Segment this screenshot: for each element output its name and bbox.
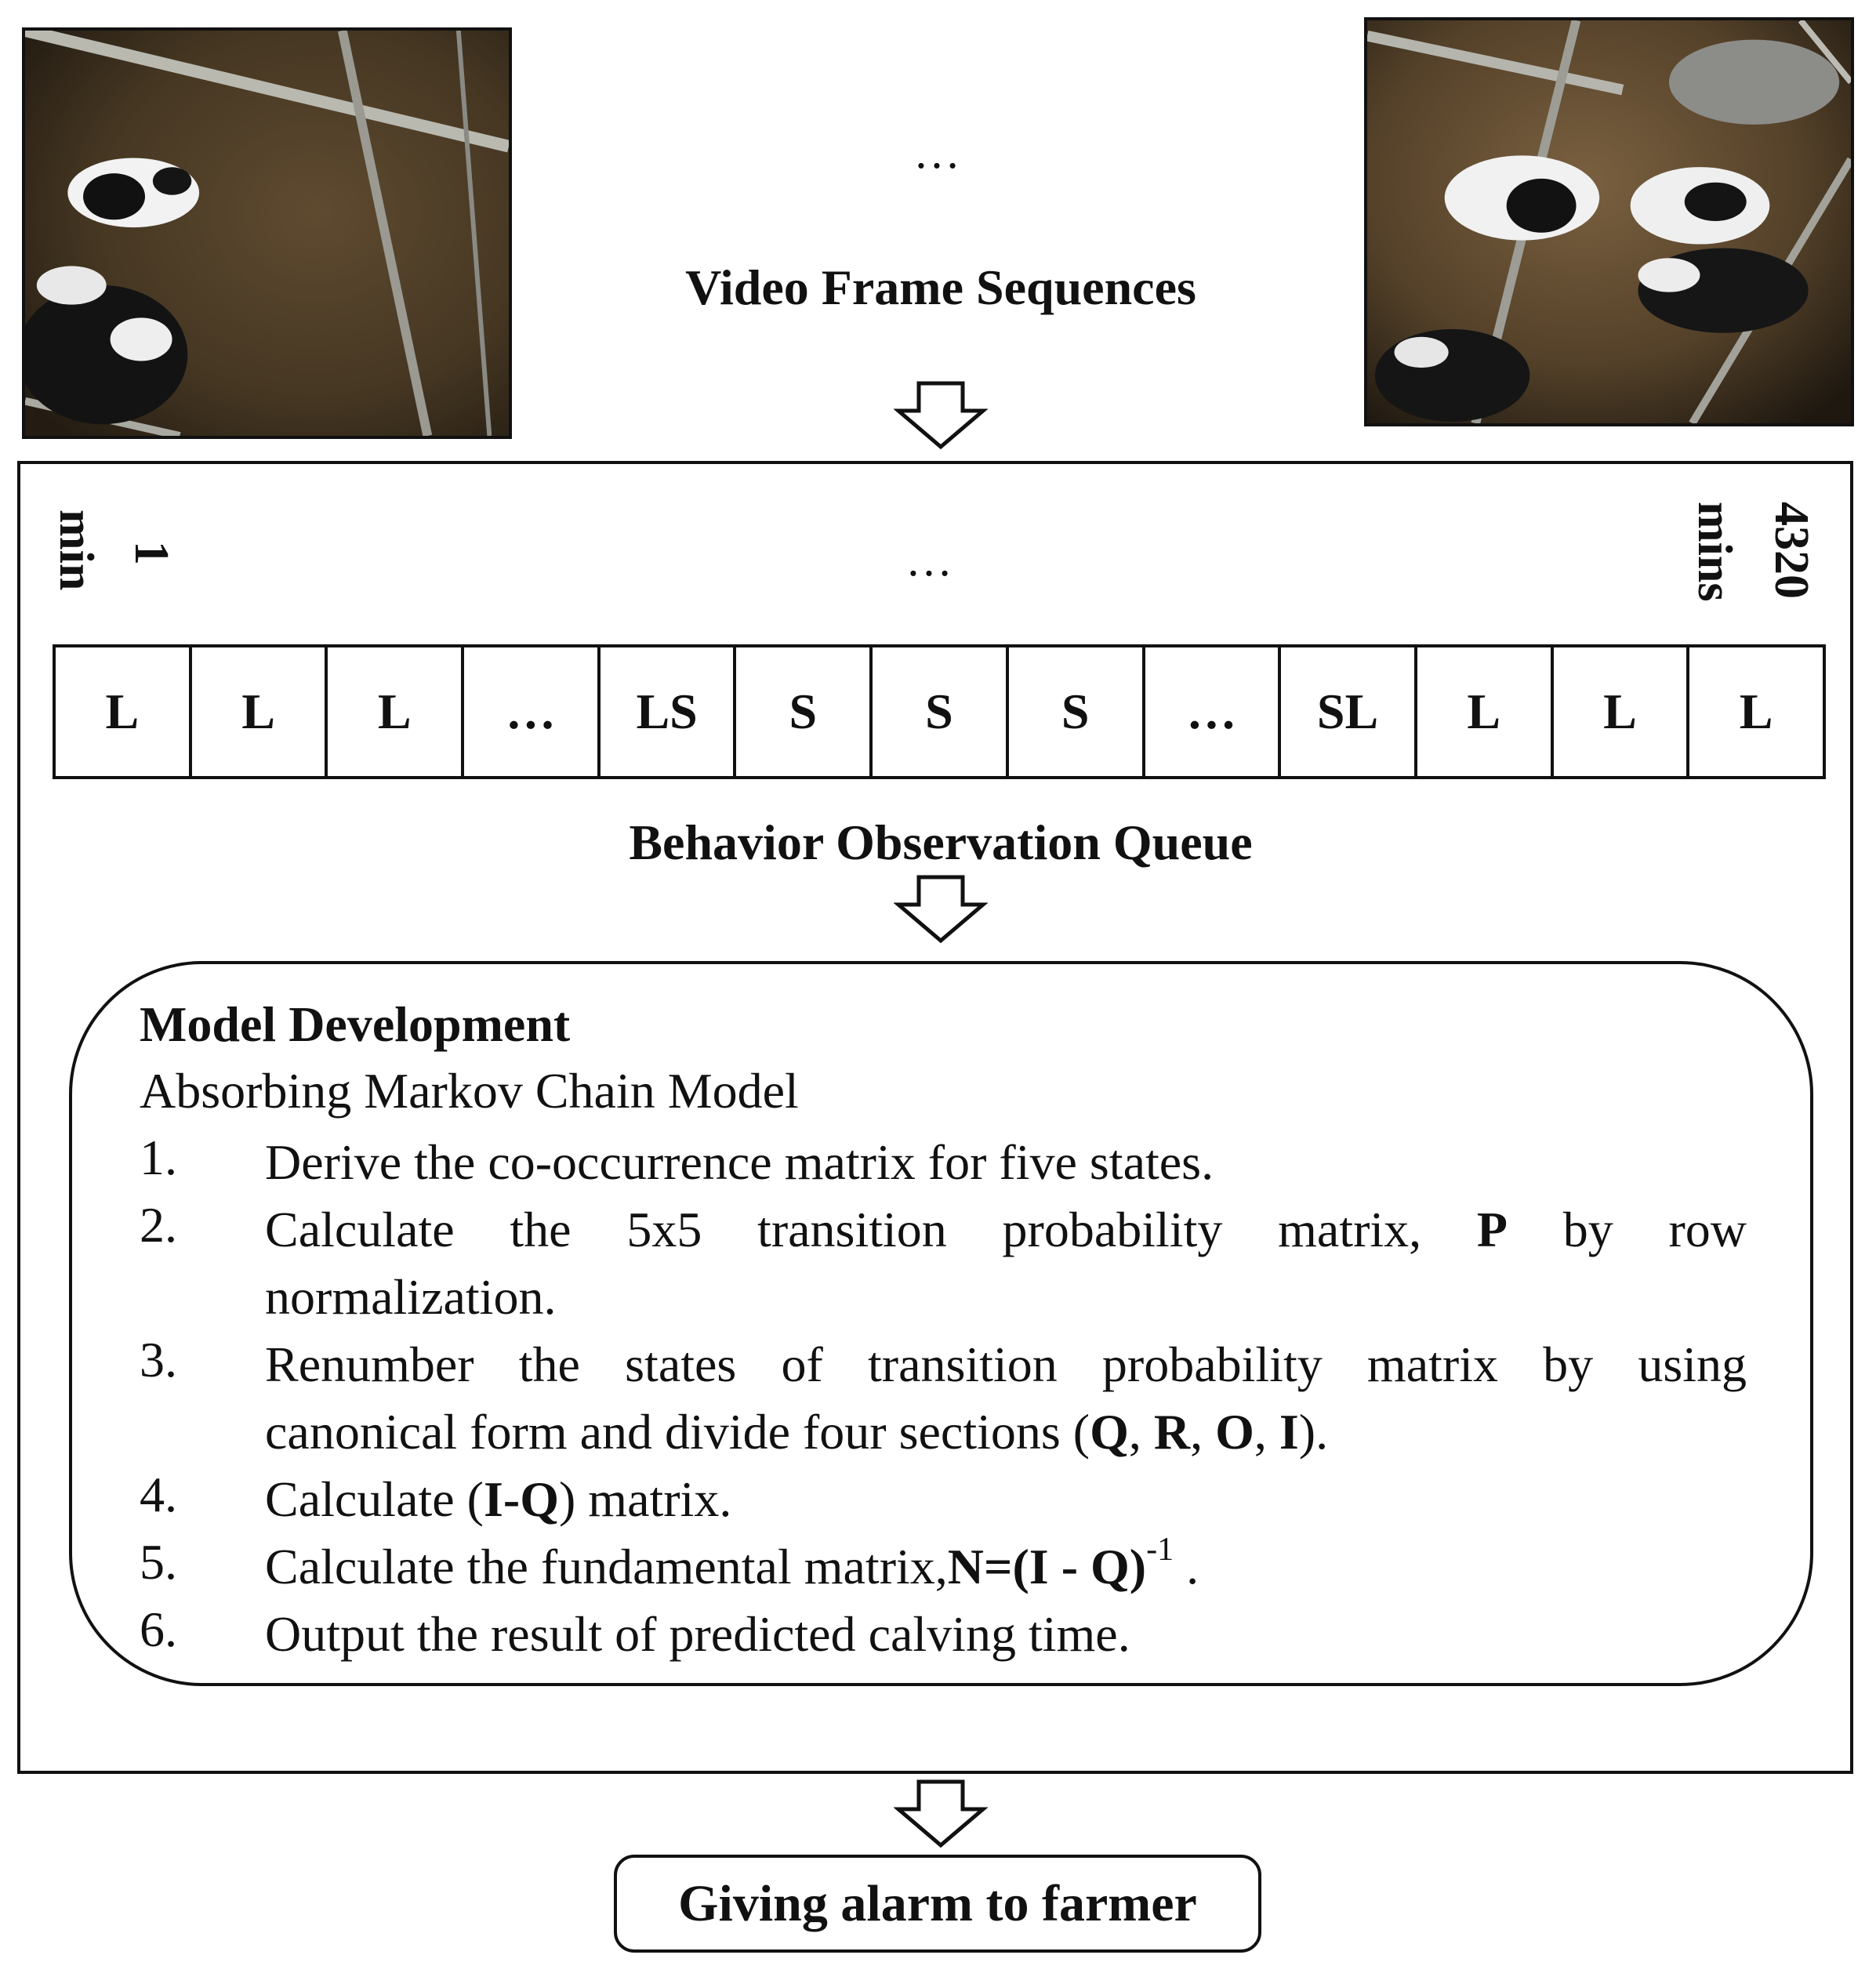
queue-start-unit: min <box>48 510 103 590</box>
step-text: Calculate ( <box>265 1471 484 1527</box>
step-text: Derive the co-occurrence matrix for five… <box>265 1129 1747 1196</box>
matrix-symbol: I-Q <box>484 1471 559 1527</box>
step-line: Calculate the 5x5 transition probability… <box>265 1196 1747 1264</box>
step-number: 5. <box>140 1533 265 1601</box>
alarm-output-box: Giving alarm to farmer <box>614 1855 1261 1953</box>
model-title: Model Development <box>140 996 570 1054</box>
step-6: 6. Output the result of predicted calvin… <box>140 1601 1747 1668</box>
step-1: 1. Derive the co-occurrence matrix for f… <box>140 1129 1747 1196</box>
step-number: 6. <box>140 1601 265 1668</box>
queue-cell: L <box>1554 647 1690 776</box>
queue-end-unit: mins <box>1686 502 1742 601</box>
video-frame-last <box>1364 17 1854 426</box>
queue-cell: L <box>328 647 464 776</box>
queue-cell: L <box>192 647 328 776</box>
step-number: 3. <box>140 1331 265 1466</box>
step-3: 3. Renumber the states of transition pro… <box>140 1331 1747 1466</box>
matrix-symbol: O <box>1215 1404 1254 1460</box>
step-4: 4. Calculate (I-Q) matrix. <box>140 1466 1747 1533</box>
step-2: 2. Calculate the 5x5 transition probabil… <box>140 1196 1747 1331</box>
fundamental-matrix-formula: N=(I - Q) <box>948 1539 1146 1594</box>
behavior-observation-queue: L L L … LS S S S … SL L L L <box>53 644 1826 779</box>
step-text: Output the result of predicted calving t… <box>265 1601 1747 1668</box>
step-text: Renumber the states of transition probab… <box>265 1331 1747 1398</box>
video-frame-caption: Video Frame Sequences <box>549 259 1333 317</box>
down-arrow-icon <box>894 1779 988 1848</box>
queue-cell: S <box>736 647 873 776</box>
queue-cell: … <box>464 647 601 776</box>
step-text: . <box>1186 1539 1199 1594</box>
down-arrow-icon <box>894 381 988 450</box>
step-text: canonical form and divide four sections … <box>265 1404 1090 1460</box>
down-arrow-icon <box>894 875 988 944</box>
step-text: by row <box>1563 1202 1747 1257</box>
queue-cell: L <box>56 647 192 776</box>
exponent: -1 <box>1146 1532 1174 1568</box>
step-5: 5. Calculate the fundamental matrix,N=(I… <box>140 1533 1747 1601</box>
step-number: 2. <box>140 1196 265 1331</box>
model-subtitle: Absorbing Markov Chain Model <box>140 1062 799 1120</box>
queue-middle-ellipsis: … <box>851 533 1007 587</box>
matrix-symbol: Q <box>1090 1404 1129 1460</box>
step-number: 4. <box>140 1466 265 1533</box>
frame-ellipsis: … <box>858 125 1015 180</box>
queue-cell: SL <box>1281 647 1417 776</box>
queue-end-number: 4320 <box>1763 502 1819 599</box>
queue-cell: … <box>1145 647 1282 776</box>
matrix-symbol: I <box>1279 1404 1299 1460</box>
matrix-symbol: P <box>1477 1202 1508 1257</box>
queue-cell: S <box>873 647 1009 776</box>
queue-caption: Behavior Observation Queue <box>470 814 1411 872</box>
step-text: Calculate the fundamental matrix, <box>265 1539 948 1594</box>
step-text: normalization. <box>265 1269 556 1325</box>
video-frame-first <box>22 27 512 439</box>
step-number: 1. <box>140 1129 265 1196</box>
matrix-symbol: R <box>1154 1404 1190 1460</box>
queue-cell: S <box>1009 647 1145 776</box>
step-text: ) matrix. <box>559 1471 731 1527</box>
queue-cell: L <box>1689 647 1823 776</box>
queue-cell: L <box>1417 647 1554 776</box>
step-line: canonical form and divide four sections … <box>265 1404 1328 1460</box>
step-text: Calculate the 5x5 transition probability… <box>265 1202 1421 1257</box>
queue-start-number: 1 <box>123 541 179 565</box>
queue-cell: LS <box>601 647 737 776</box>
step-text: ). <box>1299 1404 1328 1460</box>
